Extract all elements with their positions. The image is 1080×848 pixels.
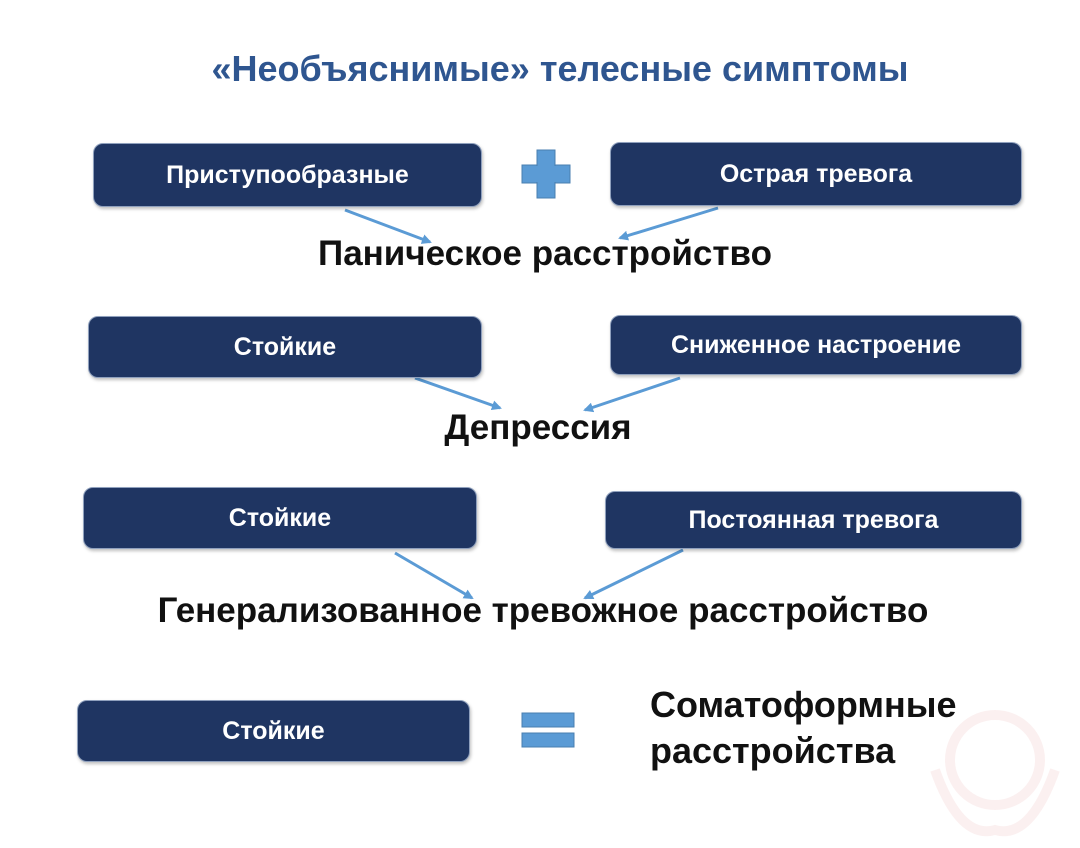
- watermark-logo: [930, 710, 1060, 837]
- result-label: Паническое расстройство: [318, 234, 772, 273]
- result-line: Соматоформные: [650, 684, 957, 725]
- slide-title: «Необъяснимые» телесные симптомы: [211, 48, 909, 89]
- arrow: [583, 376, 681, 413]
- result-label: Депрессия: [444, 408, 632, 447]
- symptom-box: Сниженное настроение: [610, 315, 1022, 375]
- plus-icon: [521, 149, 571, 199]
- result-label: Генерализованное тревожное расстройство: [157, 591, 929, 630]
- symptom-box: Постоянная тревога: [605, 491, 1022, 549]
- arrow: [414, 376, 502, 411]
- arrow: [394, 551, 474, 600]
- result-label: Соматоформные расстройства: [650, 682, 957, 774]
- symptom-box: Стойкие: [83, 487, 477, 549]
- arrow: [344, 208, 432, 244]
- symptom-box: Стойкие: [88, 316, 482, 378]
- symptom-box: Острая тревога: [610, 142, 1022, 206]
- equals-icon: [521, 712, 575, 748]
- symptom-box: Приступообразные: [93, 143, 482, 207]
- arrow: [618, 206, 719, 241]
- arrow: [583, 548, 684, 600]
- result-line: расстройства: [650, 730, 896, 771]
- symptom-box: Стойкие: [77, 700, 470, 762]
